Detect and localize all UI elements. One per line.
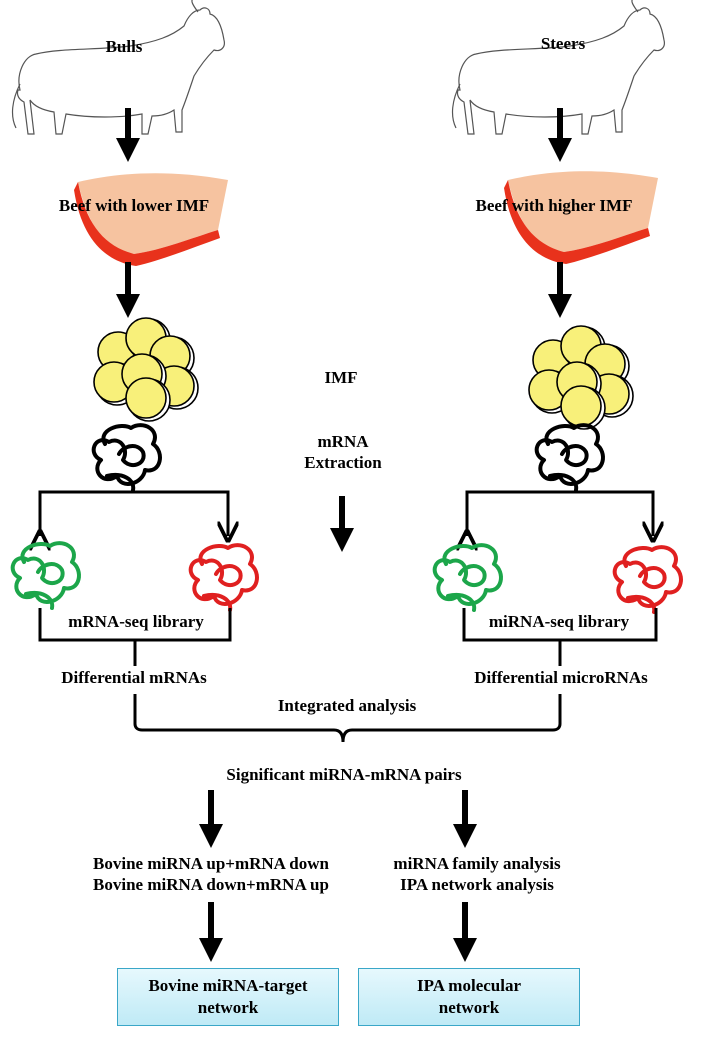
rna-strand-right-icon [534, 423, 605, 492]
bull-icon [11, 0, 225, 135]
fat-cells-left-icon [94, 318, 198, 421]
beef-lower-imf-icon [74, 173, 228, 266]
extraction-label: mRNA Extraction [304, 431, 381, 474]
bovine-mirna-target-network-box: Bovine miRNA-target network [117, 968, 339, 1026]
differential-micrornas-label: Differential microRNAs [474, 668, 648, 687]
mirna-seq-library-label: miRNA-seq library [488, 612, 630, 631]
beef-higher-imf-icon [504, 171, 658, 264]
bovine-network-line2: network [197, 998, 259, 1017]
bovine-analysis-label: Bovine miRNA up+mRNA down Bovine miRNA d… [93, 853, 329, 896]
extraction-line1: mRNA [317, 432, 369, 451]
mirna-red-strand-icon [612, 545, 683, 614]
steers-label: Steers [540, 34, 586, 53]
ipa-molecular-network-box: IPA molecular network [358, 968, 580, 1026]
ipa-network-line2: network [438, 998, 500, 1017]
bovine-network-line1: Bovine miRNA-target [148, 975, 308, 995]
differential-mrnas-label: Differential mRNAs [61, 668, 207, 687]
significant-pairs-label: Significant miRNA-mRNA pairs [226, 765, 462, 784]
bulls-label: Bulls [105, 37, 143, 56]
mirna-green-strand-icon [432, 543, 503, 612]
split-arrow-right [467, 490, 653, 536]
ipa-analysis-line2: IPA network analysis [400, 875, 554, 895]
extraction-line2: Extraction [304, 453, 382, 473]
split-arrow-left [40, 490, 228, 536]
ipa-analysis-label: miRNA family analysis IPA network analys… [393, 853, 560, 896]
bovine-analysis-line2: Bovine miRNA down+mRNA up [93, 875, 329, 895]
fat-cells-right-icon [529, 326, 633, 429]
rna-strand-left-icon [91, 423, 162, 492]
ipa-analysis-line1: miRNA family analysis [393, 854, 561, 873]
ipa-network-line1: IPA molecular [416, 975, 522, 995]
beef-higher-imf-label: Beef with higher IMF [475, 196, 633, 215]
bovine-analysis-line1: Bovine miRNA up+mRNA down [93, 854, 329, 873]
imf-label: IMF [324, 368, 358, 387]
integration-brace [133, 694, 562, 743]
mrna-red-strand-icon [188, 543, 259, 612]
integrated-analysis-label: Integrated analysis [277, 696, 417, 715]
mrna-seq-library-label: mRNA-seq library [68, 612, 204, 631]
mrna-green-strand-icon [10, 541, 81, 610]
beef-lower-imf-label: Beef with lower IMF [58, 196, 210, 215]
